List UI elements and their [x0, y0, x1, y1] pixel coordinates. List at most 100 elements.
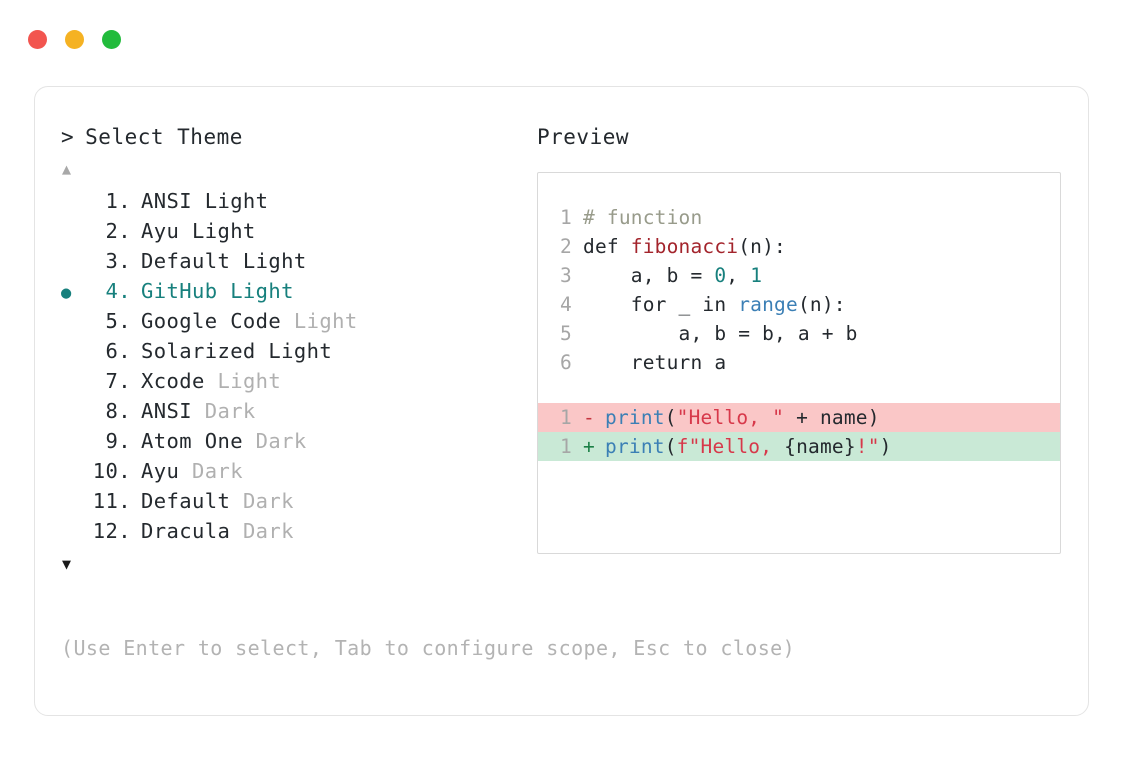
- theme-item-variant: Dark: [242, 429, 307, 453]
- theme-item-index: 8.: [105, 399, 131, 423]
- theme-selector-pane: > Select Theme ▲ ● 1. ANSI Light ● 2. Ayu Lig…: [61, 127, 531, 572]
- theme-list-item[interactable]: ● 5. Google Code Light: [61, 309, 531, 339]
- theme-item-index: 9.: [105, 429, 131, 453]
- theme-item-index: 4.: [105, 279, 131, 303]
- theme-list-item[interactable]: ● 1. ANSI Light: [61, 189, 531, 219]
- theme-item-label: Default: [141, 489, 231, 513]
- theme-item-variant: Light: [281, 309, 358, 333]
- line-number: 1: [560, 206, 572, 229]
- code-token: (n):: [797, 293, 846, 316]
- theme-item-index: 7.: [105, 369, 131, 393]
- theme-list-item[interactable]: ● 12. Dracula Dark: [61, 519, 531, 549]
- preview-label: Preview: [537, 125, 630, 149]
- window-close-dot[interactable]: [28, 30, 47, 49]
- theme-item-variant: Dark: [230, 489, 294, 513]
- theme-item-label: ANSI Light: [141, 189, 269, 213]
- theme-item-label: Solarized Light: [141, 339, 333, 363]
- code-token: a, b =: [583, 264, 715, 287]
- theme-item-variant: Dark: [179, 459, 243, 483]
- theme-item-index: 5.: [105, 309, 131, 333]
- selected-bullet-icon: ●: [61, 315, 87, 332]
- code-token: fibonacci: [630, 235, 739, 258]
- selected-bullet-icon: ●: [61, 375, 87, 392]
- diff-sign: -: [583, 406, 595, 429]
- line-number: 2: [560, 235, 572, 258]
- selected-bullet-icon: ●: [61, 465, 87, 482]
- theme-item-label: Xcode: [141, 369, 205, 393]
- theme-list-item[interactable]: ●2.Ayu Light: [61, 219, 531, 249]
- selected-bullet-icon: ●: [61, 405, 87, 422]
- code-token: a, b = b, a + b: [583, 322, 858, 345]
- theme-list-item[interactable]: ● 9. Atom One Dark: [61, 429, 531, 459]
- selected-bullet-icon: ●: [61, 495, 87, 512]
- theme-item-index: 1.: [105, 189, 131, 213]
- prompt-header: > Select Theme: [61, 127, 531, 148]
- theme-item-label: Google Code: [141, 309, 282, 333]
- theme-item-label: Ayu Light: [141, 219, 256, 243]
- window-zoom-dot[interactable]: [102, 30, 121, 49]
- theme-item-index: 2.: [105, 219, 131, 243]
- theme-item-label: Atom One: [141, 429, 243, 453]
- code-token: + name): [784, 406, 880, 429]
- diff-sign: +: [583, 435, 595, 458]
- window-titlebar: [28, 30, 121, 49]
- code-token: (: [664, 406, 677, 429]
- page-title: Select Theme: [85, 125, 243, 149]
- theme-list-item[interactable]: ● 7. Xcode Light: [61, 369, 531, 399]
- theme-item-label: Dracula: [141, 519, 231, 543]
- window-minimize-dot[interactable]: [65, 30, 84, 49]
- code-line-text: # function: [583, 203, 702, 232]
- selected-bullet-icon: ●: [61, 195, 87, 212]
- diff-line-text: print(f"Hello, {name}!"): [605, 432, 892, 461]
- code-token: 1: [750, 264, 763, 287]
- code-token: ,: [726, 264, 751, 287]
- theme-item-variant: Light: [204, 369, 282, 393]
- scroll-down-icon[interactable]: ▼: [62, 555, 72, 573]
- diff-block: 1-print("Hello, " + name)1+print(f"Hello…: [538, 403, 1060, 461]
- code-token: # function: [583, 206, 703, 229]
- theme-list-item[interactable]: ●6.Solarized Light: [61, 339, 531, 369]
- code-spacer: [538, 377, 1060, 403]
- code-line-text: a, b = b, a + b: [583, 319, 858, 348]
- selected-bullet-icon: ●: [61, 283, 72, 303]
- theme-list-item[interactable]: ●8.ANSI Dark: [61, 399, 531, 429]
- diff-line-text: print("Hello, " + name): [605, 403, 880, 432]
- theme-list-item[interactable]: ● 4. GitHub Light: [61, 279, 531, 309]
- code-line: 4 for _ in range(n):: [538, 290, 1060, 319]
- code-token: {name}: [784, 435, 856, 458]
- line-number: 5: [560, 322, 572, 345]
- code-token: !": [855, 435, 880, 458]
- theme-item-index: 12.: [92, 519, 131, 543]
- theme-item-label: Ayu: [141, 459, 180, 483]
- theme-list-item[interactable]: ●3.Default Light: [61, 249, 531, 279]
- code-token: "Hello, ": [676, 406, 785, 429]
- code-line: 5 a, b = b, a + b: [538, 319, 1060, 348]
- code-token: (n):: [738, 235, 786, 258]
- code-line: 3 a, b = 0, 1: [538, 261, 1060, 290]
- code-token: print: [605, 406, 665, 429]
- theme-list-item[interactable]: ●10.Ayu Dark: [61, 459, 531, 489]
- selected-bullet-icon: ●: [61, 255, 87, 272]
- code-token: f"Hello,: [676, 435, 785, 458]
- code-token: ): [879, 435, 892, 458]
- selected-bullet-icon: ●: [61, 525, 87, 542]
- code-line-text: def fibonacci(n):: [583, 232, 786, 261]
- theme-item-variant: Dark: [230, 519, 294, 543]
- code-token: for _ in: [583, 293, 739, 316]
- theme-item-label: GitHub Light: [141, 279, 294, 303]
- theme-list-item[interactable]: ●11.Default Dark: [61, 489, 531, 519]
- code-line-text: for _ in range(n):: [583, 290, 846, 319]
- scroll-up-icon[interactable]: ▲: [62, 160, 72, 178]
- code-token: def: [583, 235, 631, 258]
- diff-line-added: 1+print(f"Hello, {name}!"): [538, 432, 1060, 461]
- line-number: 1: [560, 406, 572, 429]
- code-token: range: [738, 293, 798, 316]
- selected-bullet-icon: ●: [61, 435, 87, 452]
- code-token: 0: [714, 264, 727, 287]
- theme-item-index: 6.: [105, 339, 131, 363]
- code-line: 1 # function: [538, 203, 1060, 232]
- keyboard-hint: (Use Enter to select, Tab to configure s…: [61, 636, 796, 660]
